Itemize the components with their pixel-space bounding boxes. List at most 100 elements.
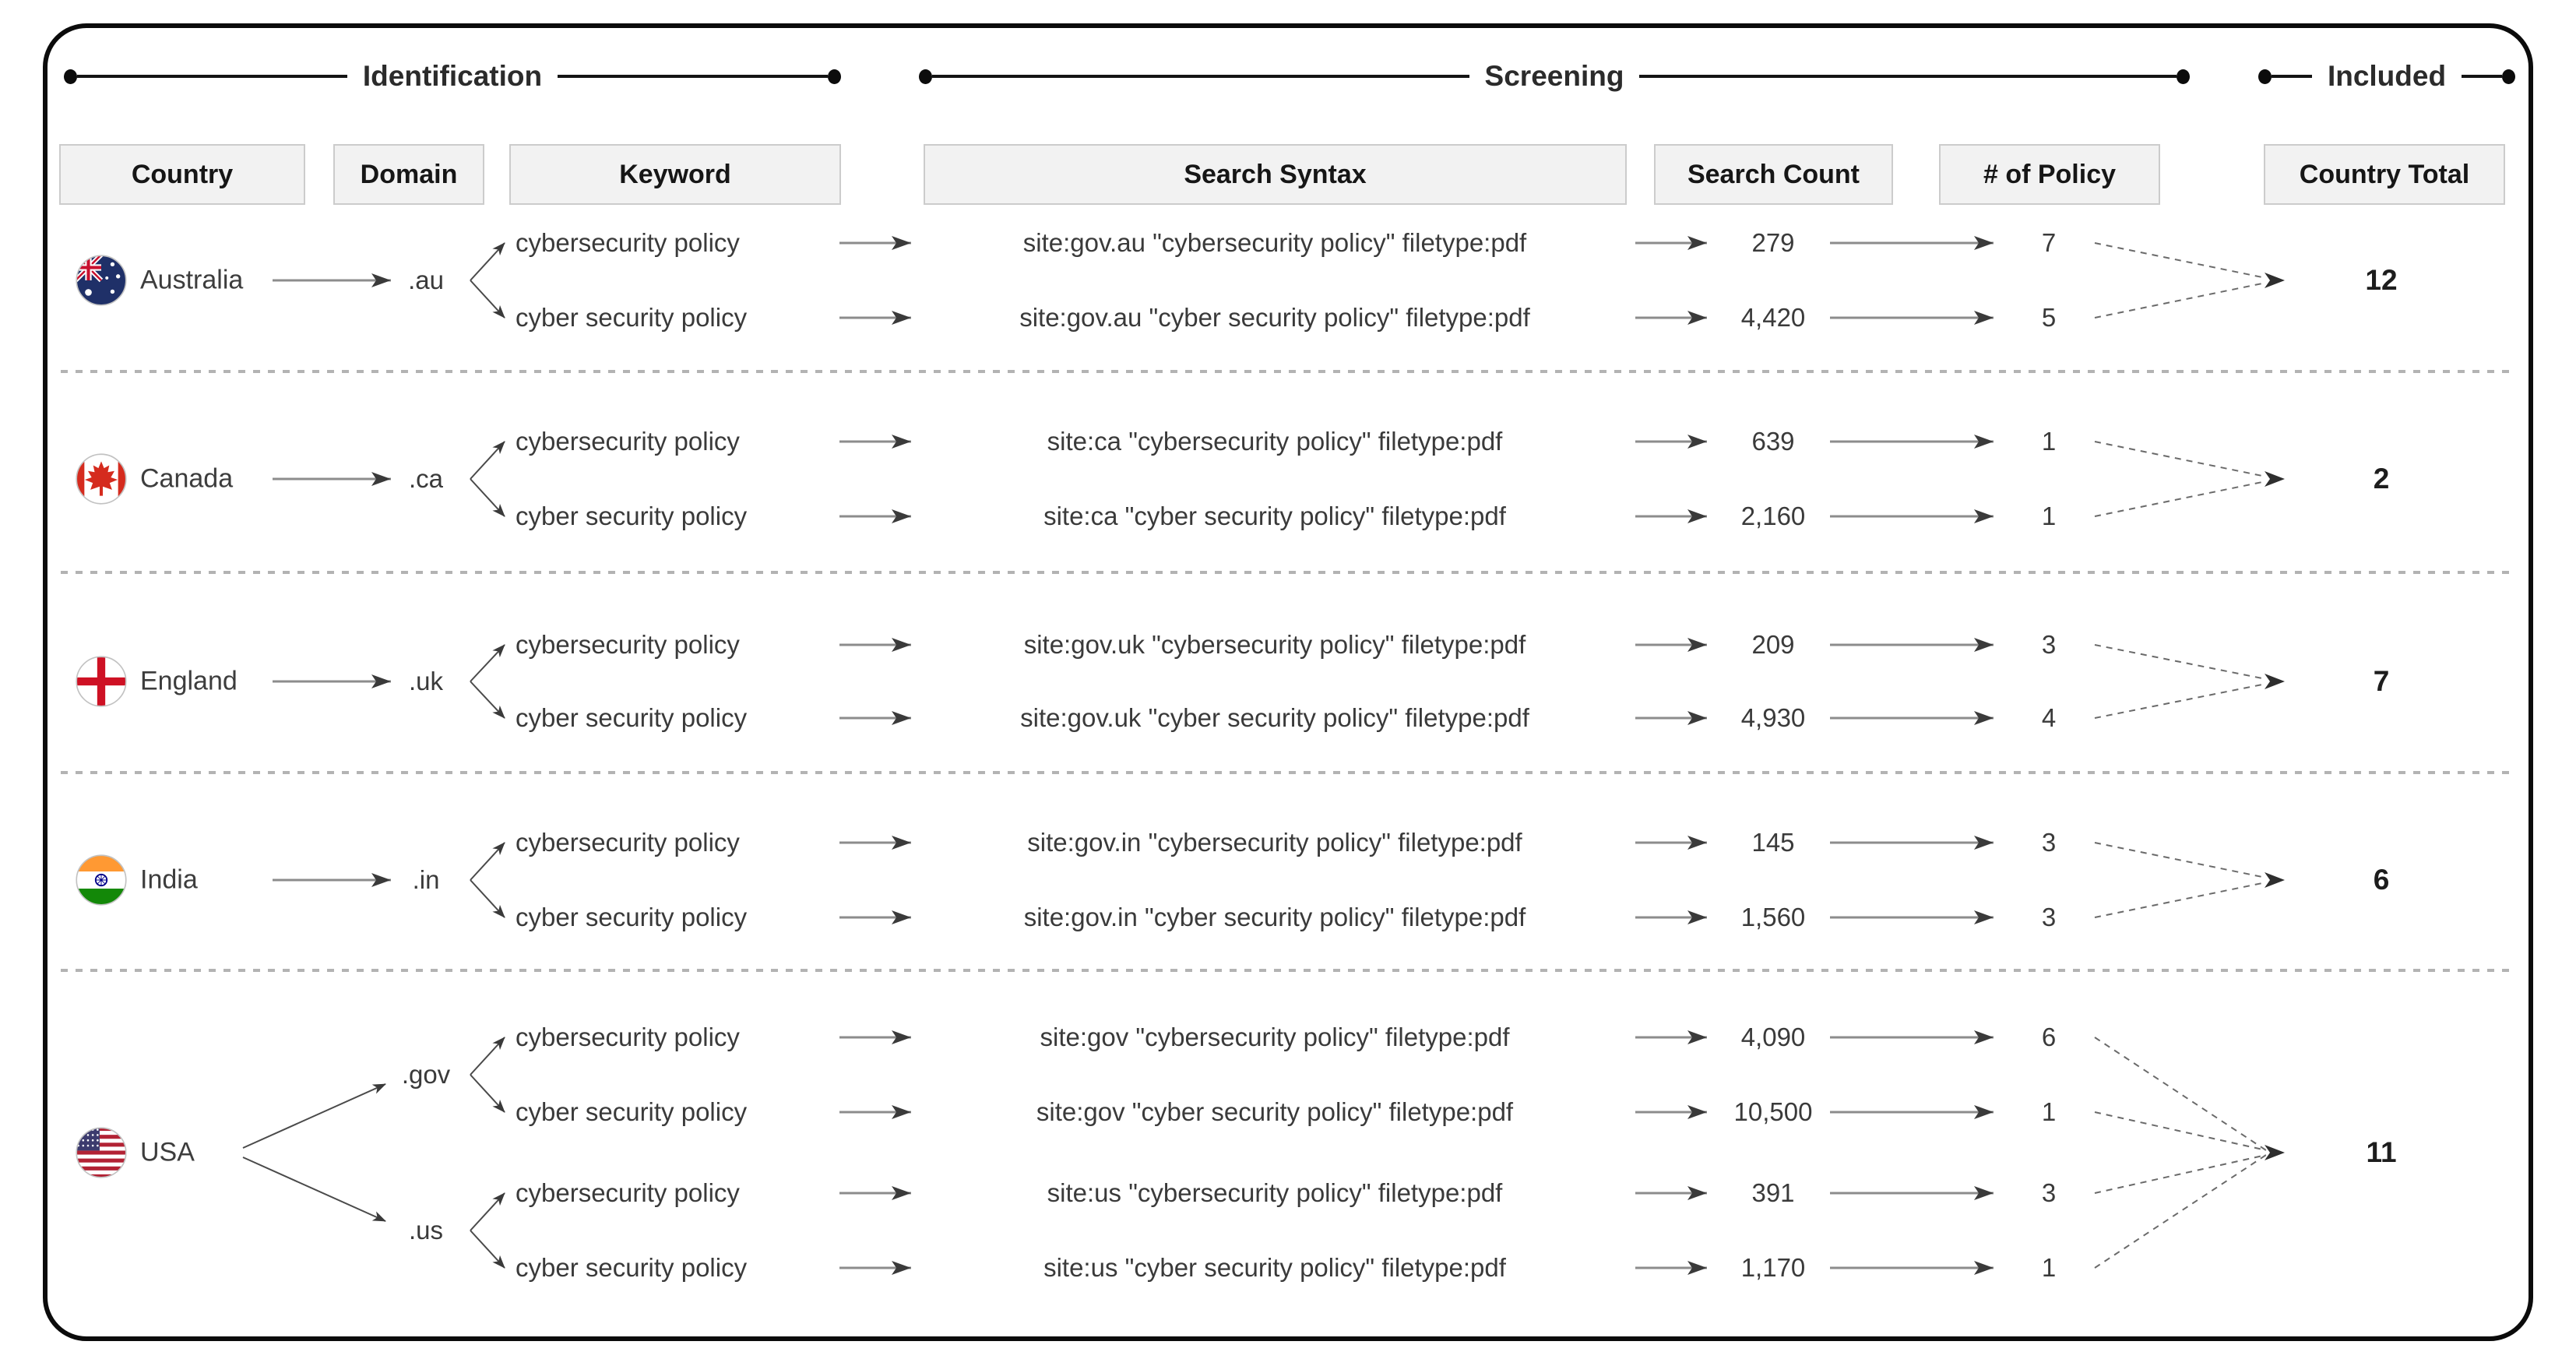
search-count: 391 [1751,1178,1795,1207]
domain-label: .au [408,266,444,294]
domain-to-keyword-arrow [470,879,505,918]
policy-count: 1 [2041,502,2057,530]
band-dot [919,69,932,84]
india-flag-icon [76,854,127,906]
band-dot [2258,69,2272,84]
column-header-country-total: Country Total [2264,144,2505,205]
keyword-label: cyber security policy [516,903,748,931]
diagram-border [43,23,2533,1341]
policy-to-total-line [2094,842,2267,878]
country-total: 2 [2373,463,2390,495]
search-count: 639 [1751,427,1795,456]
band-line [558,75,829,78]
policy-to-total-line [2094,1037,2267,1151]
row-separator [61,571,2515,574]
country-total: 7 [2373,665,2390,697]
australia-flag-icon [76,255,127,306]
keyword-label: cyber security policy [516,1097,748,1126]
policy-count: 1 [2041,427,2057,456]
country-label: Australia [140,265,244,295]
domain-label: .uk [408,667,444,695]
country-total: 12 [2365,264,2398,296]
section-label-identification: Identification [362,60,543,92]
column-header-keyword: Keyword [509,144,841,205]
country-to-domain-arrow [242,1083,386,1149]
search-syntax: site:gov.uk "cyber security policy" file… [1020,703,1529,732]
section-screening: Screening [919,60,2190,92]
domain-label: .ca [408,464,444,493]
merge-arrowhead [2265,674,2285,689]
policy-to-total-line [2094,441,2267,477]
search-syntax: site:gov "cyber security policy" filetyp… [1036,1097,1514,1126]
country-label: Canada [140,463,234,494]
country-label: USA [140,1137,195,1167]
search-count: 4,420 [1740,303,1806,332]
domain-to-keyword-arrow [470,1230,505,1269]
section-label-included: Included [2327,60,2447,92]
domain-to-keyword-arrow [470,681,505,719]
search-count: 145 [1751,828,1795,857]
band-line [77,75,347,78]
policy-to-total-line [2094,1154,2267,1194]
band-dot [64,69,77,84]
keyword-label: cybersecurity policy [516,630,740,659]
domain-to-keyword-arrow [470,1037,505,1076]
column-header-search-syntax: Search Syntax [924,144,1627,205]
policy-count: 3 [2041,828,2057,857]
country-label: England [140,666,238,696]
section-identification: Identification [64,60,842,92]
merge-arrowhead [2265,273,2285,288]
section-included: Included [2258,60,2515,92]
band-dot [2177,69,2190,84]
domain-to-keyword-arrow [470,842,505,881]
column-header-policy-count: # of Policy [1939,144,2160,205]
search-syntax: site:gov.au "cyber security policy" file… [1019,303,1530,332]
country-total: 11 [2366,1136,2397,1168]
search-count: 1,170 [1740,1253,1806,1282]
search-count: 4,930 [1740,703,1806,732]
domain-label: .us [408,1216,444,1245]
row-separator [61,771,2515,774]
policy-count: 3 [2041,630,2057,659]
keyword-label: cyber security policy [516,502,748,530]
search-syntax: site:ca "cyber security policy" filetype… [1043,502,1506,530]
policy-to-total-line [2094,1111,2267,1151]
keyword-label: cybersecurity policy [516,228,740,257]
column-header-domain: Domain [333,144,484,205]
policy-to-total-line [2094,282,2267,319]
section-label-screening: Screening [1484,60,1624,92]
policy-to-total-line [2094,644,2267,680]
domain-to-keyword-arrow [470,280,505,319]
country-label: India [140,864,198,895]
policy-to-total-line [2094,481,2267,517]
band-line [1639,75,2177,78]
policy-to-total-line [2094,1154,2267,1269]
keyword-label: cyber security policy [516,1253,748,1282]
band-dot [828,69,842,84]
policy-count: 6 [2041,1023,2057,1051]
search-syntax: site:us "cyber security policy" filetype… [1043,1253,1506,1282]
domain-to-keyword-arrow [470,1074,505,1113]
policy-count: 5 [2041,303,2057,332]
keyword-label: cybersecurity policy [516,1023,740,1051]
country-total: 6 [2373,864,2390,896]
search-count: 209 [1751,630,1795,659]
domain-label: .in [412,865,440,894]
merge-arrowhead [2265,471,2285,487]
domain-label: .gov [401,1060,451,1089]
domain-to-keyword-arrow [470,644,505,682]
keyword-label: cyber security policy [516,703,748,732]
keyword-label: cybersecurity policy [516,1178,740,1207]
search-syntax: site:gov.au "cybersecurity policy" filet… [1022,228,1527,257]
keyword-label: cybersecurity policy [516,427,740,456]
england-flag-icon [76,656,127,707]
domain-to-keyword-arrow [470,242,505,281]
search-count: 10,500 [1733,1097,1813,1126]
band-line [932,75,1469,78]
column-header-search-count: Search Count [1654,144,1893,205]
domain-to-keyword-arrow [470,441,505,480]
search-syntax: site:us "cybersecurity policy" filetype:… [1047,1178,1503,1207]
search-count: 2,160 [1740,502,1806,530]
keyword-label: cyber security policy [516,303,748,332]
band-line [2272,75,2312,78]
